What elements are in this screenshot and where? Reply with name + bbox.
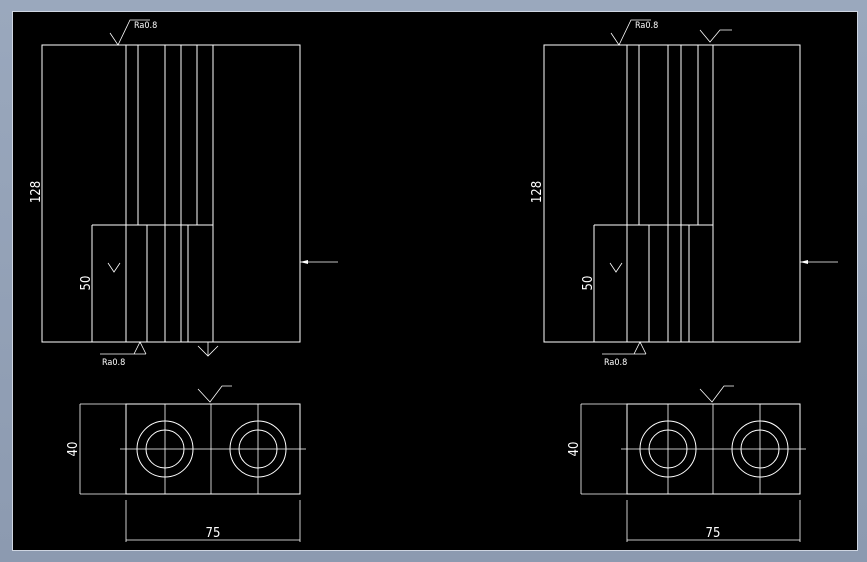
left-dim-height-lower: 50 <box>79 276 94 291</box>
left-upper-wall-2 <box>196 44 214 226</box>
right-bore-outer-2 <box>731 420 789 478</box>
right-plan-view: 40 75 <box>567 385 806 542</box>
right-upper-wall-1 <box>626 44 640 226</box>
left-elevation-outline <box>41 44 301 343</box>
right-lower-wall-1 <box>626 224 650 343</box>
left-plan-view: 40 75 <box>66 385 306 542</box>
left-upper-wall-1 <box>125 44 139 226</box>
cad-viewport[interactable] <box>12 11 858 551</box>
right-bore-inner-1 <box>648 429 688 469</box>
right-roughness-bottom-symbol <box>633 341 647 355</box>
left-lower-wall-2 <box>187 224 214 343</box>
right-elevation-outline <box>543 44 801 343</box>
left-roughness-top-label: Ra0.8 <box>134 21 157 31</box>
left-roughness-top-symbol <box>109 19 150 46</box>
right-roughness-bottom-label: Ra0.8 <box>604 358 627 368</box>
left-bore-inner-1 <box>145 429 185 469</box>
left-lower-wall-1 <box>125 224 148 343</box>
left-bore-outer-2 <box>229 420 287 478</box>
right-bore-inner-2 <box>740 429 780 469</box>
left-dim-plan-width: 75 <box>206 526 221 541</box>
left-drawing: Ra0.8 Ra0.8 128 50 <box>29 19 338 542</box>
right-dim-height-total: 128 <box>530 181 545 203</box>
right-elevation-view: Ra0.8 Ra0.8 128 50 <box>530 19 838 368</box>
right-roughness-top-symbol <box>610 19 651 46</box>
left-dim-plan-depth: 40 <box>66 442 81 457</box>
right-roughness-top-label: Ra0.8 <box>635 21 658 31</box>
right-dim-plan-width: 75 <box>706 526 721 541</box>
left-dim-height-total: 128 <box>29 181 44 203</box>
right-drawing: Ra0.8 Ra0.8 128 50 40 <box>530 19 838 542</box>
left-roughness-bottom-symbol <box>133 341 147 355</box>
right-dim-plan-depth: 40 <box>567 442 582 457</box>
right-lower-wall-2 <box>688 224 714 343</box>
right-dim-height-lower: 50 <box>581 276 596 291</box>
left-elevation-view: Ra0.8 Ra0.8 128 50 <box>29 19 338 368</box>
left-roughness-bottom-label: Ra0.8 <box>102 358 125 368</box>
left-bore-inner-2 <box>238 429 278 469</box>
left-bore-outer-1 <box>136 420 194 478</box>
right-bore-outer-1 <box>639 420 697 478</box>
right-upper-wall-2 <box>697 44 714 226</box>
